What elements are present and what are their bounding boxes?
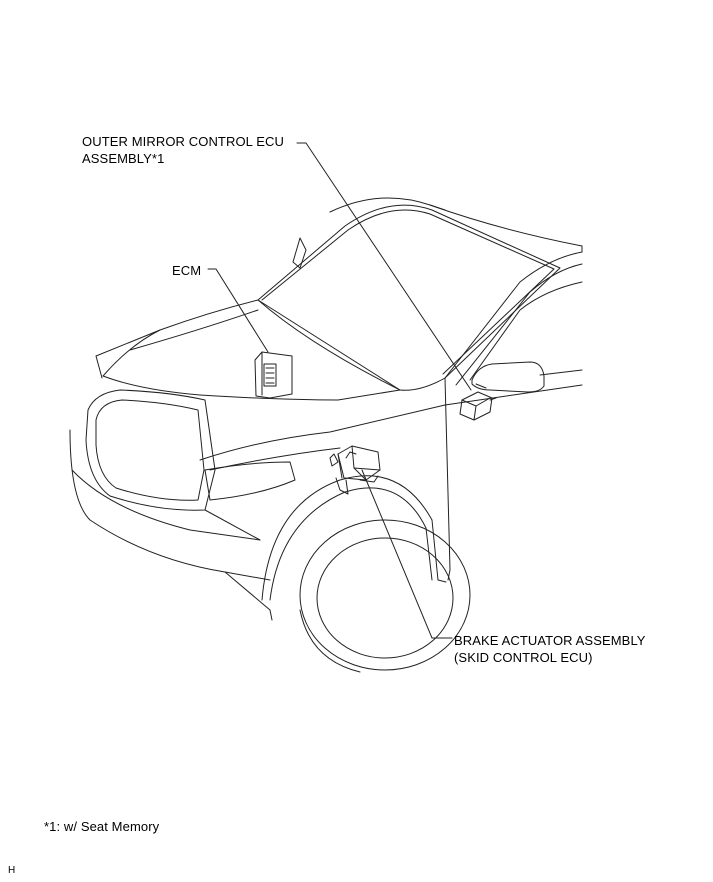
ecm-component xyxy=(254,351,293,399)
corner-mark: H xyxy=(8,865,16,876)
label-brake-actuator-assembly: BRAKE ACTUATOR ASSEMBLY (SKID CONTROL EC… xyxy=(454,632,646,666)
label-brake-line1: BRAKE ACTUATOR ASSEMBLY xyxy=(454,633,646,648)
label-ecm: ECM xyxy=(172,262,201,279)
leader-lines xyxy=(207,142,472,639)
label-outer-mirror-line2: ASSEMBLY*1 xyxy=(82,151,165,166)
brake-actuator-component xyxy=(329,445,381,495)
footnote: *1: w/ Seat Memory xyxy=(44,819,160,834)
label-brake-line2: (SKID CONTROL ECU) xyxy=(454,650,593,665)
outer-mirror-ecu-component xyxy=(459,391,497,421)
vehicle-outline xyxy=(69,197,583,673)
label-outer-mirror-line1: OUTER MIRROR CONTROL ECU xyxy=(82,134,284,149)
label-ecm-text: ECM xyxy=(172,263,202,278)
label-outer-mirror-control-ecu: OUTER MIRROR CONTROL ECU ASSEMBLY*1 xyxy=(82,133,284,167)
